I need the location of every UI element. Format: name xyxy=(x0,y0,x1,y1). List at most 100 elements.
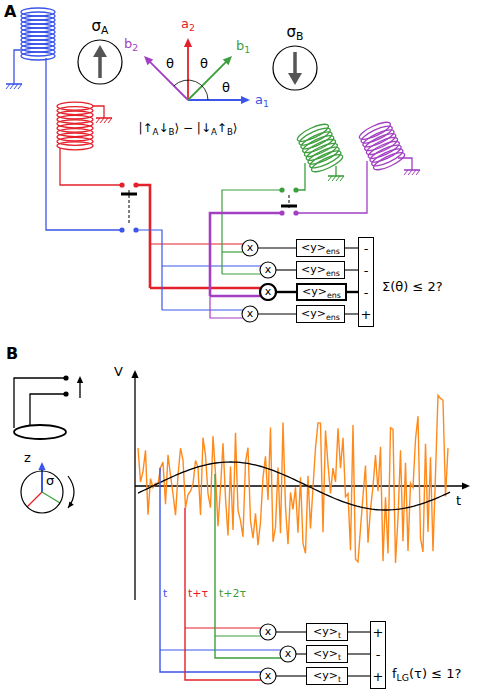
label-text: fLG(τ) ≤ 1? xyxy=(392,666,461,682)
switch-contact xyxy=(119,182,124,187)
text-run: ens xyxy=(327,291,341,300)
node-text: x xyxy=(259,667,277,684)
label-text: |↑A↓B⟩ − |↓A↑B⟩ xyxy=(138,121,237,135)
label-text: t+τ xyxy=(188,587,208,600)
signal-line xyxy=(258,313,296,314)
text-run: θ xyxy=(222,80,230,95)
text-run: x xyxy=(265,285,272,298)
text-run: B xyxy=(169,127,175,137)
wire xyxy=(296,161,367,213)
wire xyxy=(222,190,282,274)
bloch-outline xyxy=(20,470,64,514)
wire xyxy=(162,309,243,310)
coil-turn xyxy=(57,142,93,150)
average-box: <y>t xyxy=(306,667,348,685)
sum-box: ---+ xyxy=(358,237,374,327)
arrow-head xyxy=(144,56,153,65)
text-run: σ xyxy=(287,23,297,41)
node-text: x xyxy=(279,645,297,662)
label-text: Σ(θ) ≤ 2? xyxy=(382,279,443,295)
text-run: <y> xyxy=(301,307,326,320)
text-run: B xyxy=(227,127,233,137)
node-text: + xyxy=(371,666,385,688)
signal-line xyxy=(345,269,358,270)
wire xyxy=(162,265,261,266)
switch-contact xyxy=(63,375,68,380)
text-run: ⟩ − |↓ xyxy=(174,121,210,135)
signal-line xyxy=(276,631,306,632)
text-run: a xyxy=(255,92,263,107)
text-run: t xyxy=(338,653,341,662)
signal-line xyxy=(345,313,358,314)
precession-arrow xyxy=(68,476,74,508)
label-text: θ xyxy=(222,80,230,96)
multiplier-circle xyxy=(260,284,276,300)
node-text: <y>t xyxy=(311,646,343,663)
text-run: + xyxy=(373,669,384,684)
ground-hatch xyxy=(6,84,22,89)
text-run: ens xyxy=(326,313,340,322)
signal-line xyxy=(276,675,306,676)
arrow-head xyxy=(68,502,74,508)
arrow-head xyxy=(288,73,302,85)
mean-signal xyxy=(138,462,450,510)
node-text: - xyxy=(371,644,385,666)
angle-arc xyxy=(174,80,208,100)
average-box: <y>t xyxy=(306,623,348,641)
text-run: + xyxy=(361,307,372,322)
wire xyxy=(150,287,261,290)
node-text: - xyxy=(359,260,373,282)
text-run: ens xyxy=(326,269,340,278)
text-run: A xyxy=(101,24,108,37)
average-box: <y>t xyxy=(306,645,348,663)
node-text: + xyxy=(371,622,385,644)
switch-contact xyxy=(119,227,124,232)
text-run: t xyxy=(338,675,341,684)
sample-line xyxy=(160,468,261,672)
label-text: θ xyxy=(166,56,174,72)
label-text: z xyxy=(24,450,31,466)
signal-line xyxy=(258,247,296,248)
multiplier-circle xyxy=(242,240,258,256)
label-text: t xyxy=(163,587,167,600)
multiplier-circle xyxy=(260,668,276,684)
text-run: 1 xyxy=(263,98,269,109)
wire xyxy=(14,50,21,84)
wire xyxy=(185,627,261,628)
text-run: ↑ xyxy=(217,121,227,135)
wire xyxy=(136,185,150,288)
text-run: <y> xyxy=(313,647,338,660)
arrow-head xyxy=(462,482,470,489)
signal-line xyxy=(276,269,296,270)
text-run: - xyxy=(364,285,369,300)
spin-arrow xyxy=(98,55,102,78)
spin-outline xyxy=(271,44,319,92)
text-run: θ xyxy=(166,56,174,71)
arrow-head xyxy=(38,462,45,470)
spin-circle xyxy=(78,40,122,84)
bloch-axis xyxy=(27,492,42,507)
switch-bar xyxy=(121,193,137,196)
multiplier: x xyxy=(241,239,259,257)
coil-turn xyxy=(21,52,55,60)
node-text: σA xyxy=(76,16,124,36)
text-run: A xyxy=(4,2,16,21)
label-text: a2 xyxy=(181,16,195,32)
wire xyxy=(210,296,243,318)
text-run: x xyxy=(285,647,292,660)
average-box: <y>ens xyxy=(296,239,345,257)
node-text: + xyxy=(359,304,373,326)
wire xyxy=(215,635,261,636)
arrow-head xyxy=(241,96,250,104)
axis-vector xyxy=(188,99,243,101)
label-text: b1 xyxy=(236,38,250,54)
text-run: z xyxy=(24,450,31,465)
text-run: x xyxy=(265,263,272,276)
bloch-sphere xyxy=(21,471,63,513)
wire xyxy=(335,166,336,176)
wire xyxy=(160,649,281,650)
text-run: x xyxy=(247,241,254,254)
bloch-axis xyxy=(42,492,60,503)
switch-contact xyxy=(63,391,68,396)
text-run: θ xyxy=(200,56,208,71)
